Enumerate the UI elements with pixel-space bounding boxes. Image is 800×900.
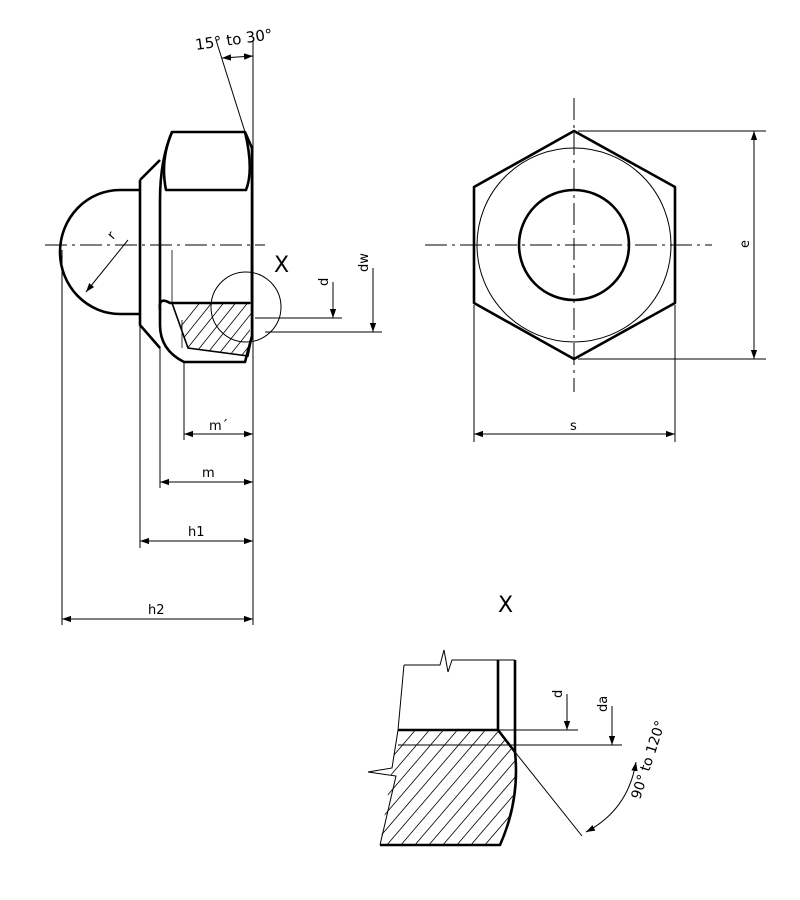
section-hatch xyxy=(172,303,252,356)
detail-circle xyxy=(210,271,282,343)
detail-profile xyxy=(380,751,518,847)
label-dw: dw xyxy=(357,253,372,272)
radius-leader xyxy=(85,239,129,293)
break-line-left xyxy=(367,729,399,846)
label-s: s xyxy=(570,419,577,434)
detail-title: X xyxy=(498,593,513,618)
hex-flat-lower xyxy=(158,299,250,311)
hex-flat-upper xyxy=(162,131,252,192)
section-outline xyxy=(170,302,253,357)
side-view: 15° to 30° r X d dw m´ m h1 h2 xyxy=(45,25,382,625)
label-chamfer-angle: 15° to 30° xyxy=(194,25,274,54)
detail-hatch xyxy=(380,730,516,845)
detail-label-angle: 90° to 120° xyxy=(629,719,669,801)
nut-collar xyxy=(138,159,161,349)
detail-view-x: X d xyxy=(367,593,669,847)
label-h2: h2 xyxy=(148,603,165,618)
label-e: e xyxy=(738,240,753,248)
label-m: m xyxy=(202,466,215,481)
label-d: d xyxy=(317,278,332,286)
detail-angle-arc xyxy=(585,761,638,833)
top-view: e s xyxy=(425,98,766,442)
label-h1: h1 xyxy=(188,525,205,540)
dome-cap xyxy=(58,188,140,316)
hex-body xyxy=(158,130,254,364)
label-radius: r xyxy=(105,228,120,242)
label-m-prime: m´ xyxy=(209,419,228,434)
label-detail-x: X xyxy=(274,253,289,278)
detail-label-d: d xyxy=(551,690,566,698)
detail-label-da: da xyxy=(596,696,611,712)
